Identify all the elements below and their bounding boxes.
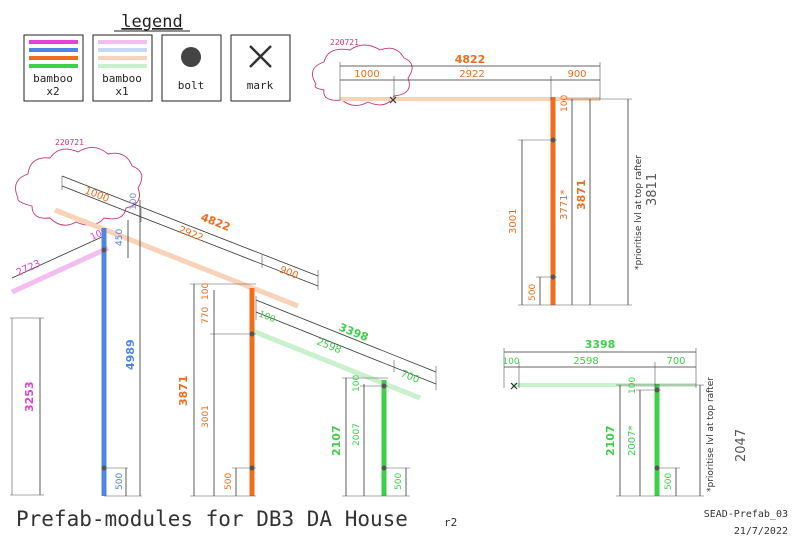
dim-rt-post-base: 500: [528, 284, 538, 301]
dim-main-top-right: 900: [278, 265, 300, 282]
revision-cloud-main: 220721: [15, 138, 143, 226]
legend-item-bamboo-x2: bamboo x2: [23, 34, 84, 102]
dim-main-top-mid: 2922: [177, 225, 205, 244]
mark-icon: [389, 96, 397, 104]
legend-swatch-blue-pale: [98, 48, 147, 52]
dim-green-top: 100: [352, 375, 362, 392]
dim-orange-top: 100: [201, 283, 211, 300]
dim-rt-post-top: 100: [560, 95, 570, 112]
bolt-icon: [101, 247, 107, 253]
dim-rt-beam-right: 900: [567, 69, 586, 80]
legend-title: legend: [121, 12, 182, 32]
drawing-title: Prefab-modules for DB3 DA House: [16, 507, 408, 531]
rafter-orange-pale: [54, 207, 299, 309]
rt-note-value: 3811: [645, 173, 660, 206]
dim-green-total: 2107: [330, 425, 343, 456]
orange-post: 3871 100 770 3001 500: [177, 283, 256, 497]
revision-label: 220721: [55, 138, 84, 147]
rt-note: *prioritise lvl at top rafter: [634, 155, 644, 270]
dim-rb-post-base: 500: [664, 473, 674, 490]
dim-rt-post-total: 3871: [575, 179, 588, 210]
blue-post: 4989 450 500: [101, 200, 142, 497]
legend-swatch-magenta: [29, 40, 78, 44]
revision-label: 220721: [330, 38, 359, 47]
legend-label-bamboo: bamboo: [33, 72, 73, 85]
dim-main-top-total: 4822: [199, 211, 232, 234]
dim-green-beam-right: 700: [399, 369, 421, 386]
dim-orange-base: 500: [224, 473, 234, 490]
rafter-green-pale: [249, 327, 421, 401]
dim-main-top-left: 1000: [83, 186, 111, 205]
dim-purple-length: 2723: [15, 258, 43, 278]
right-top-module: 4822 1000 2922 900 3001 500 100 3771* 38…: [339, 53, 660, 306]
drawing-date: 21/7/2022: [734, 526, 788, 537]
green-post: 2107 100 2007 500: [330, 375, 410, 497]
legend-item-mark: mark: [230, 34, 291, 102]
dim-green-2007: 2007: [352, 423, 362, 446]
dim-orange-3001: 3001: [201, 405, 211, 428]
legend-label-mark: mark: [247, 79, 274, 92]
dim-main-top-side: 100: [129, 193, 139, 210]
dim-rb-beam-left: 100: [502, 357, 519, 367]
dim-orange-770: 770: [201, 307, 211, 324]
dim-rb-post-top: 100: [628, 377, 638, 394]
dim-magenta-height: 3253: [23, 381, 36, 412]
dim-rb-beam-mid: 2598: [573, 356, 598, 367]
legend-label-x2: x2: [46, 85, 59, 98]
mark-icon: [510, 382, 518, 390]
dim-green-beam-left: 100: [257, 310, 277, 326]
drawing-code: SEAD-Prefab_03: [704, 509, 788, 520]
legend-label-bamboo: bamboo: [102, 72, 142, 85]
rafter-magenta-pale: [10, 245, 110, 295]
legend-swatch-green-pale: [98, 64, 147, 68]
rb-note-value: 2047: [734, 429, 749, 462]
legend-swatch-green: [29, 64, 78, 68]
dim-green-beam-mid: 2598: [315, 337, 343, 357]
dim-blue-base: 500: [115, 473, 125, 490]
legend-swatch-blue: [29, 48, 78, 52]
title-block: Prefab-modules for DB3 DA House r2 SEAD-…: [16, 507, 788, 537]
dim-rb-post-2007: 2007*: [627, 426, 638, 456]
rb-note: *prioritise lvl at top rafter: [706, 377, 716, 492]
dim-orange-total: 3871: [177, 375, 190, 406]
dim-rt-beam-mid: 2922: [459, 69, 484, 80]
dim-rb-post-total: 2107: [604, 425, 617, 456]
legend-label-x1: x1: [115, 85, 128, 98]
right-bottom-module: 3398 100 2598 700 2107 100 2007* 500 *pr…: [502, 338, 749, 497]
dim-rt-beam-left: 1000: [354, 69, 379, 80]
dim-blue-height: 4989: [124, 339, 137, 370]
dim-green-base: 500: [394, 473, 404, 490]
main-rafters: [10, 207, 421, 401]
dim-rb-beam-total: 3398: [585, 338, 616, 351]
dim-rb-beam-right: 700: [666, 356, 685, 367]
legend-swatch-orange-pale: [98, 56, 147, 60]
legend-swatch-magenta-pale: [98, 40, 147, 44]
revision-cloud-right: 220721: [311, 38, 413, 106]
legend-item-bolt: bolt: [161, 34, 222, 102]
legend-label-bolt: bolt: [178, 79, 205, 92]
legend-item-bamboo-x1: bamboo x1: [92, 34, 153, 102]
legend-swatch-orange: [29, 56, 78, 60]
bolt-icon: [181, 47, 201, 67]
mark-icon: [249, 45, 272, 68]
dim-rt-post-3001: 3001: [508, 209, 519, 234]
drawing-revision: r2: [444, 516, 457, 529]
magenta-post-dims: 3253: [10, 317, 44, 496]
legend: legend bamboo x2 bamboo x1 bolt: [23, 12, 291, 102]
dim-blue-450: 450: [115, 229, 125, 246]
dim-green-beam-total: 3398: [337, 321, 370, 344]
dim-rt-beam-total: 4822: [455, 53, 486, 66]
dim-rt-post-3771: 3771*: [559, 190, 570, 220]
